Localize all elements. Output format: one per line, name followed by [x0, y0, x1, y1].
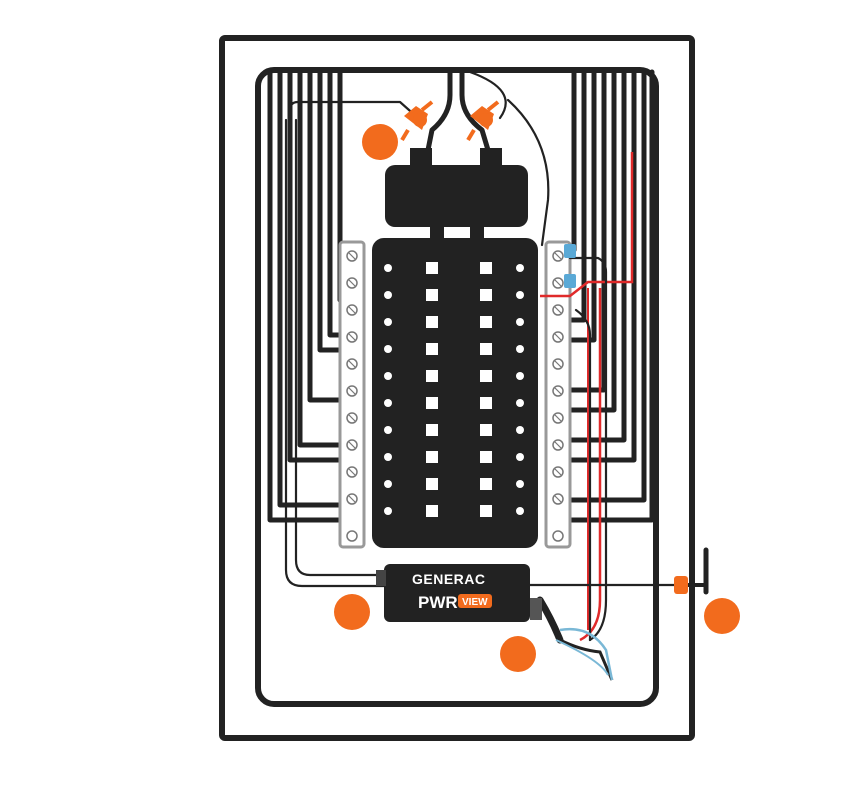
- callout-pwrview-unit[interactable]: [334, 594, 370, 630]
- breaker-slot: [426, 289, 438, 301]
- breaker-slot: [426, 505, 438, 517]
- device-product-label: PWR: [418, 593, 458, 612]
- breaker-screw: [384, 345, 392, 353]
- breaker-slot: [480, 343, 492, 355]
- breaker-slot: [426, 478, 438, 490]
- breaker-slot: [480, 397, 492, 409]
- breaker-screw: [384, 507, 392, 515]
- breaker-screw: [516, 426, 524, 434]
- main-lug-block: [385, 165, 528, 227]
- callout-main-lugs[interactable]: [362, 124, 398, 160]
- breaker-screw: [384, 480, 392, 488]
- breaker-slot: [480, 289, 492, 301]
- breaker-slot: [480, 505, 492, 517]
- device-brand-label: GENERAC: [412, 571, 486, 587]
- main-lug-post: [410, 148, 432, 170]
- breaker-screw: [384, 426, 392, 434]
- breaker-screw: [384, 372, 392, 380]
- breaker-slot: [480, 370, 492, 382]
- neutral-lead: [556, 640, 608, 675]
- callout-sensor-leads[interactable]: [500, 636, 536, 672]
- terminal-screw: [553, 531, 563, 541]
- breaker-slot: [480, 424, 492, 436]
- breaker-slot: [480, 262, 492, 274]
- breaker-screw: [384, 399, 392, 407]
- antenna-connector: [674, 576, 688, 594]
- breaker-screw: [516, 291, 524, 299]
- callout-antenna[interactable]: [704, 598, 740, 634]
- breaker-slot: [426, 262, 438, 274]
- breaker-bus: [372, 238, 538, 548]
- sensor-harness: [540, 600, 560, 640]
- breaker-screw: [384, 453, 392, 461]
- service-entry-wire: [428, 72, 450, 150]
- breaker-slot: [426, 370, 438, 382]
- breaker-screw: [516, 372, 524, 380]
- breaker-screw: [516, 345, 524, 353]
- right-branch-wires: [564, 72, 652, 520]
- breaker-screw: [516, 507, 524, 515]
- breaker-slot: [480, 316, 492, 328]
- pwrview-port: [530, 598, 542, 620]
- wire-clip: [564, 244, 576, 258]
- breaker-screw: [516, 264, 524, 272]
- main-lug-post: [480, 148, 502, 170]
- breaker-slot: [480, 451, 492, 463]
- breaker-slot: [426, 397, 438, 409]
- breaker-screw: [384, 318, 392, 326]
- breaker-slot: [480, 478, 492, 490]
- device-product-sub-label: VIEW: [462, 597, 488, 608]
- breaker-slot: [426, 343, 438, 355]
- breaker-screw: [516, 318, 524, 326]
- breaker-screw: [516, 399, 524, 407]
- breaker-screw: [516, 480, 524, 488]
- breaker-screw: [384, 291, 392, 299]
- breaker-slot: [426, 451, 438, 463]
- pwrview-connector: [376, 570, 386, 586]
- breaker-screw: [384, 264, 392, 272]
- breaker-screw: [516, 453, 524, 461]
- terminal-screw: [347, 531, 357, 541]
- wire-clip: [564, 274, 576, 288]
- breaker-slot: [426, 424, 438, 436]
- breaker-slot: [426, 316, 438, 328]
